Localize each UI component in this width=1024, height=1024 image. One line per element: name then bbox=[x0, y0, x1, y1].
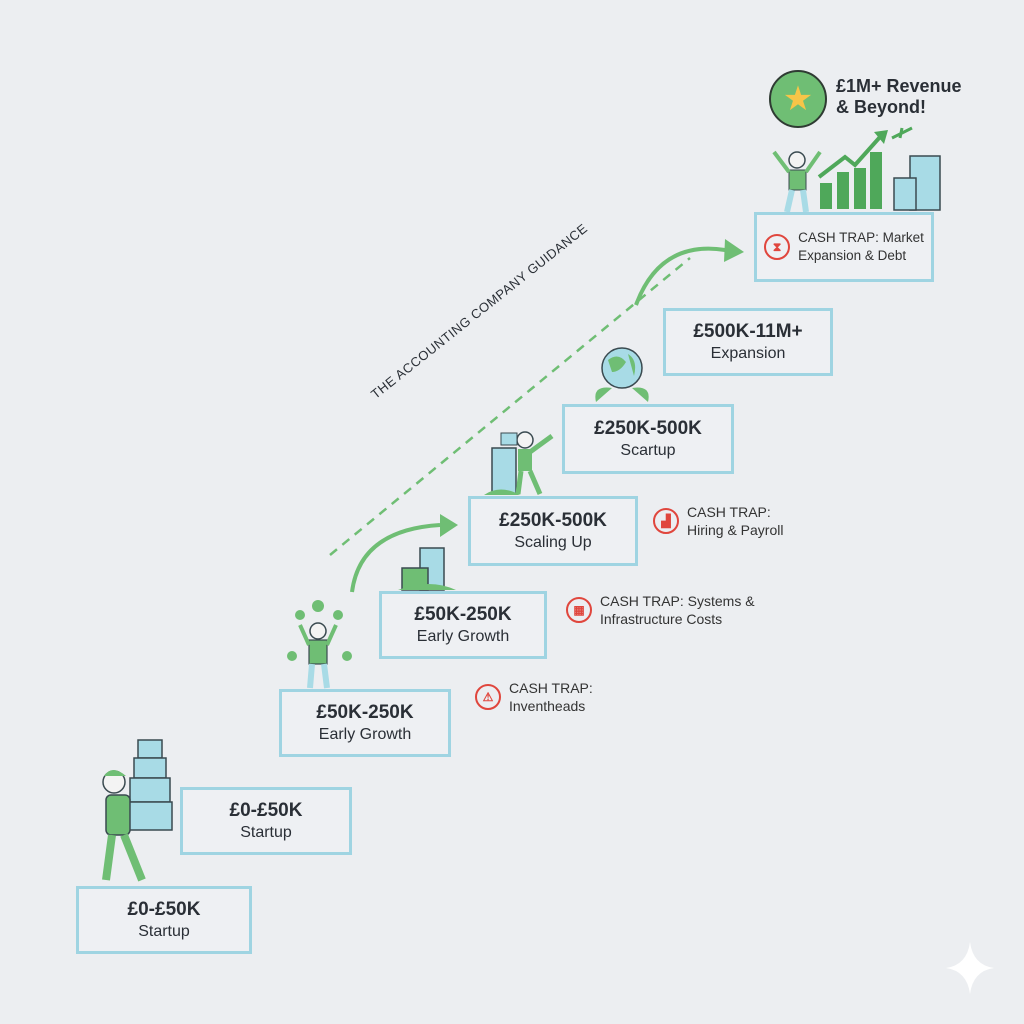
cash-trap-2: ▦ CASH TRAP: Systems & Infrastructure Cos… bbox=[566, 592, 755, 628]
globe-illustration bbox=[595, 347, 649, 402]
cash-trap-title: CASH TRAP: Market bbox=[798, 230, 924, 245]
goal-title: £1M+ Revenue & Beyond! bbox=[836, 76, 962, 118]
juggler-illustration bbox=[287, 600, 352, 689]
step-label: Scaling Up bbox=[514, 534, 592, 551]
step-label: Startup bbox=[240, 824, 292, 841]
cash-trap-title: CASH TRAP: Systems & bbox=[600, 593, 755, 609]
cash-trap-3: ▟ CASH TRAP: Hiring & Payroll bbox=[653, 503, 783, 539]
arrow-head-2 bbox=[724, 239, 744, 262]
goal-title-line2: & Beyond! bbox=[836, 97, 926, 117]
step-4: £50K-250K Early Growth bbox=[379, 591, 547, 659]
cash-trap-detail: Expansion & Debt bbox=[798, 248, 907, 263]
cash-trap-title: CASH TRAP: bbox=[687, 504, 771, 520]
step-label: Early Growth bbox=[416, 628, 510, 645]
growth-arrow-2 bbox=[634, 246, 726, 306]
step-label: Startup bbox=[138, 923, 190, 940]
step-amount: £500K-11M+ bbox=[693, 321, 803, 342]
step-7: £500K-11M+ Expansion bbox=[663, 308, 833, 376]
cash-trap-title: CASH TRAP: bbox=[509, 680, 593, 696]
chart-icon: ▟ bbox=[653, 508, 679, 534]
cash-trap-detail: Hiring & Payroll bbox=[687, 522, 784, 538]
cash-trap-detail: Infrastructure Costs bbox=[600, 611, 723, 627]
step-amount: £50K-250K bbox=[316, 702, 414, 723]
building-illustration bbox=[398, 547, 456, 591]
step-amount: £50K-250K bbox=[414, 604, 512, 625]
building-icon: ▦ bbox=[566, 597, 592, 623]
person-with-boxes-illustration bbox=[102, 739, 173, 882]
step-amount: £0-£50K bbox=[127, 899, 201, 920]
step-label: Scartup bbox=[620, 442, 676, 459]
step-5: £250K-500K Scaling Up bbox=[468, 496, 638, 566]
presenter-illustration bbox=[484, 431, 554, 495]
step-amount: £0-£50K bbox=[229, 800, 303, 821]
step-6: £250K-500K Scartup bbox=[562, 404, 734, 474]
cash-trap-detail: Inventheads bbox=[509, 698, 586, 714]
arrow-head-1 bbox=[440, 514, 458, 537]
sparkle-icon bbox=[946, 942, 994, 994]
step-3: £50K-250K Early Growth bbox=[279, 689, 451, 757]
success-illustration bbox=[772, 126, 941, 213]
star-icon: ★ bbox=[769, 70, 827, 128]
hourglass-icon: ⧗ bbox=[764, 234, 791, 260]
growth-arrow-1 bbox=[350, 523, 441, 593]
cash-trap-1: ⚠ CASH TRAP: Inventheads bbox=[475, 679, 593, 715]
step-2: £0-£50K Startup bbox=[180, 787, 352, 855]
step-1: £0-£50K Startup bbox=[76, 886, 252, 954]
guidance-dashed-line bbox=[329, 257, 691, 556]
step-label: Early Growth bbox=[318, 726, 412, 743]
step-amount: £250K-500K bbox=[499, 510, 607, 531]
step-label: Expansion bbox=[710, 345, 786, 362]
warning-icon: ⚠ bbox=[475, 684, 501, 710]
step-amount: £250K-500K bbox=[594, 418, 702, 439]
goal-title-line1: £1M+ Revenue bbox=[836, 76, 962, 96]
